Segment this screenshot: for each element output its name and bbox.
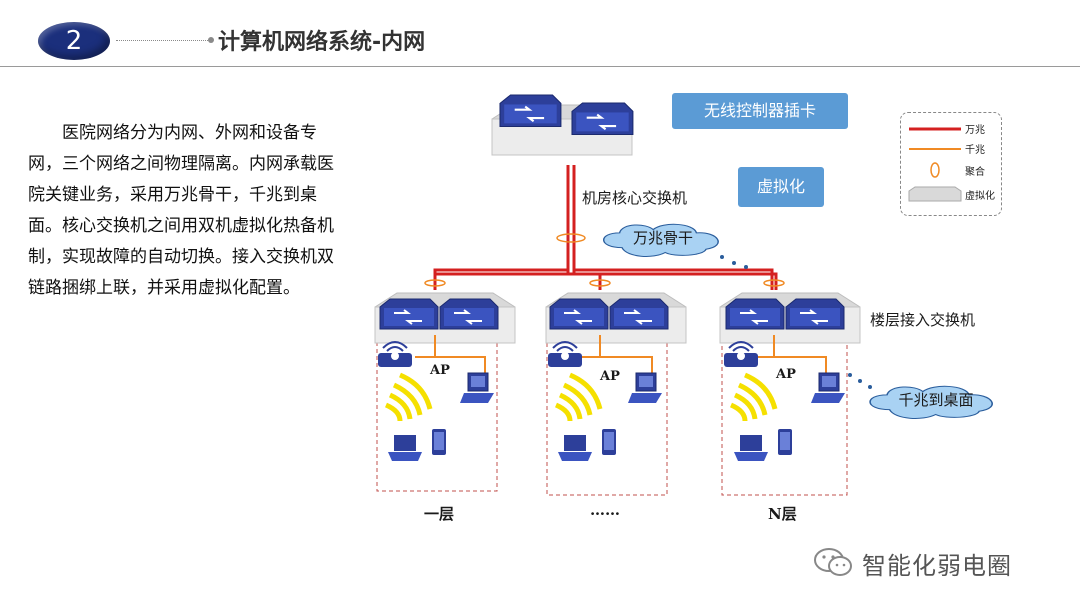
legend-virtualization: 虚拟化 [965, 191, 995, 202]
access-switch-label: 楼层接入交换机 [870, 311, 976, 329]
ap-label-floor-mid: AP [600, 369, 620, 384]
watermark: 智能化弱电圈 [812, 542, 1072, 582]
floor-n-label: N层 [768, 505, 797, 523]
legend-gig: 千兆 [965, 145, 985, 156]
aggregation-ellipse-core [556, 233, 586, 243]
ten-gig-links [433, 165, 778, 290]
section-number-badge: 2 [38, 22, 110, 60]
floor-mid-group [545, 292, 687, 496]
slide-header: 2 计算机网络系统-内网 [0, 0, 1080, 72]
floor-n-group [719, 292, 861, 496]
floor-1-label: 一层 [424, 505, 455, 523]
header-dot [208, 37, 214, 43]
core-switch-group [491, 93, 634, 156]
slide-title: 计算机网络系统-内网 [218, 30, 426, 55]
desktop-cloud-label: 千兆到桌面 [898, 391, 974, 409]
header-dotted-line [116, 40, 212, 41]
legend-ten-gig: 万兆 [965, 125, 985, 136]
header-divider [0, 66, 1080, 67]
floor-1-group [374, 292, 516, 492]
wireless-controller-callout: 无线控制器插卡 [672, 93, 848, 129]
network-diagram: 无线控制器插卡 虚拟化 机房核心交换机 楼层接入交换机 万兆骨干 千兆到桌面 A… [360, 85, 1060, 535]
description-paragraph: 医院网络分为内网、外网和设备专网，三个网络之间物理隔离。内网承载医院关键业务，采… [28, 123, 334, 298]
ap-label-floor-n: AP [776, 367, 796, 382]
backbone-cloud-label: 万兆骨干 [632, 229, 693, 247]
core-switch-label: 机房核心交换机 [582, 189, 688, 207]
floor-mid-label: …… [590, 501, 620, 519]
virtualization-callout: 虚拟化 [738, 167, 824, 207]
legend-box: 万兆 千兆 聚合 虚拟化 [900, 112, 1002, 216]
diagram-graphics [374, 93, 993, 496]
legend-aggregation: 聚合 [965, 167, 985, 178]
ap-label-floor-1: AP [430, 363, 450, 378]
wechat-icon [814, 548, 852, 576]
watermark-text: 智能化弱电圈 [862, 552, 1012, 580]
